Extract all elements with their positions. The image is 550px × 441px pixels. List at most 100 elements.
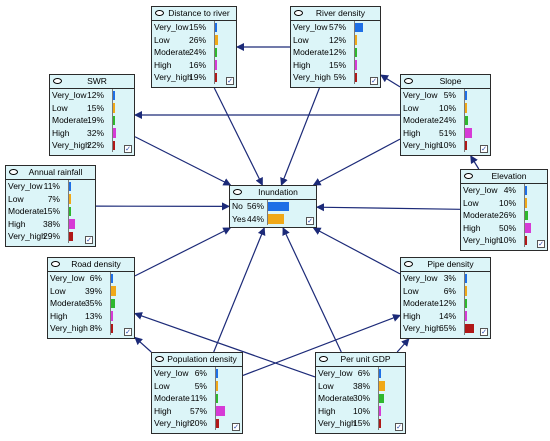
probability-bar [465,323,475,334]
state-probability: 10% [498,197,516,208]
probability-bar [379,393,384,404]
state-label: Low [52,102,68,113]
node-checkbox-icon[interactable]: ✓ [124,145,132,153]
state-label: Low [154,34,170,45]
node-checkbox-icon[interactable]: ✓ [232,423,240,431]
probability-bar [215,60,217,70]
state-label: Low [463,197,479,208]
state-row[interactable]: Low 10% [461,196,547,210]
probability-bar-track [524,196,536,210]
node-checkbox-icon[interactable]: ✓ [124,328,132,336]
state-label: Very_low [403,273,438,283]
node-checkbox-icon[interactable]: ✓ [306,217,314,225]
node-title: Population density [167,354,237,364]
node-checkbox-icon[interactable]: ✓ [480,145,488,153]
probability-bar-track [68,230,84,243]
state-probability: 15% [188,22,206,32]
probability-bar [465,103,467,113]
node-checkbox-icon[interactable]: ✓ [85,236,93,244]
node-checkbox-icon[interactable]: ✓ [395,423,403,431]
probability-bar [465,115,469,126]
state-probability: 65% [438,323,456,334]
node-checkbox-icon[interactable]: ✓ [226,77,234,85]
probability-bar-track [68,192,84,206]
probability-bar-track [110,272,123,285]
state-label: Very_low [52,90,87,100]
state-label: Very_high [8,231,46,242]
edge-elevation-to-inundation [316,203,461,212]
probability-bar-track [112,126,123,140]
node-checkbox-icon[interactable]: ✓ [537,240,545,248]
probability-bar-track [464,101,479,115]
probability-bar [216,406,225,416]
probability-bar-track [464,139,479,152]
node-checkbox-icon[interactable]: ✓ [370,77,378,85]
node-oval-icon [155,356,164,362]
node-checkbox-icon[interactable]: ✓ [480,328,488,336]
node-title-bar: Slope [401,75,490,89]
